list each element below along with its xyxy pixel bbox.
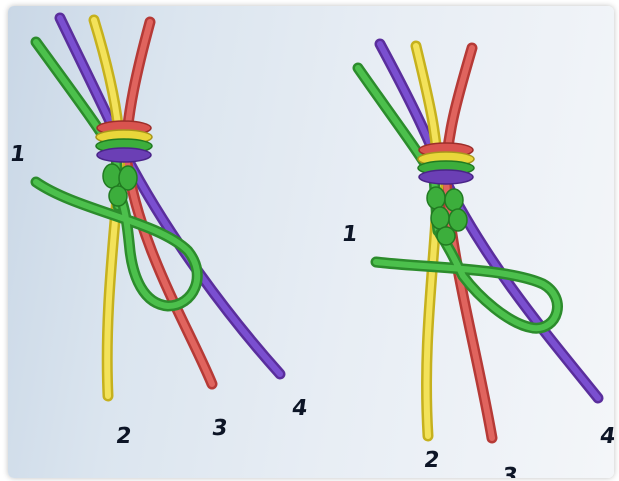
right-label-4: 4 xyxy=(598,426,614,448)
knot-drawing xyxy=(8,6,614,478)
left-label-2: 2 xyxy=(114,426,132,448)
left-label-1: 1 xyxy=(8,144,26,166)
left-purple-strand xyxy=(60,18,280,374)
right-wrap-coils xyxy=(418,143,474,184)
left-label-4: 4 xyxy=(290,398,308,420)
right-label-2: 2 xyxy=(422,450,440,472)
right-label-3: 3 xyxy=(500,466,518,478)
left-label-3: 3 xyxy=(210,418,228,440)
left-wrap-coils xyxy=(96,121,152,162)
right-knot xyxy=(358,44,598,438)
knot-illustration-photo: 1 2 3 4 1 2 3 4 xyxy=(8,6,614,478)
left-knot xyxy=(36,18,280,396)
right-label-1: 1 xyxy=(340,224,358,246)
right-purple-strand xyxy=(380,44,598,398)
